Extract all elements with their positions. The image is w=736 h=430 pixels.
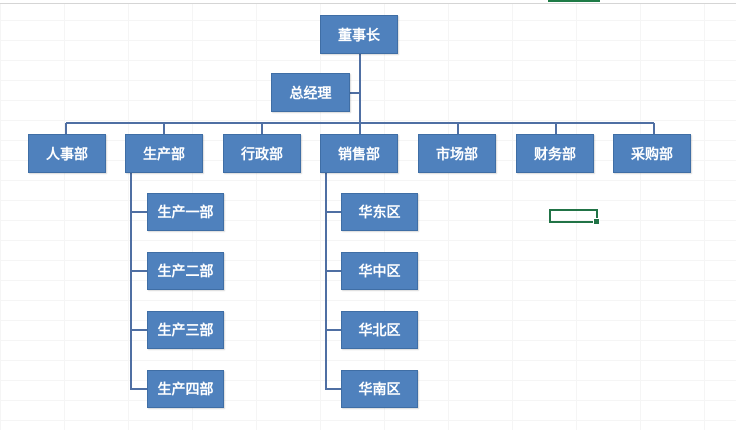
chairman-box[interactable]: 董事长 xyxy=(320,15,398,54)
sheet-top-edge xyxy=(0,0,736,4)
department-label: 市场部 xyxy=(436,146,478,163)
sales-region-box[interactable]: 华北区 xyxy=(341,311,418,349)
department-box-sales[interactable]: 销售部 xyxy=(320,134,398,173)
department-box-marketing[interactable]: 市场部 xyxy=(418,134,496,173)
sales-region-box[interactable]: 华中区 xyxy=(341,252,418,290)
chairman-label: 董事长 xyxy=(338,27,380,44)
selected-column-marker xyxy=(548,0,600,2)
production-unit-label: 生产四部 xyxy=(157,382,214,398)
department-box-hr[interactable]: 人事部 xyxy=(28,134,106,173)
sales-region-box[interactable]: 华南区 xyxy=(341,370,418,408)
sales-region-label: 华中区 xyxy=(358,264,401,280)
sales-region-label: 华南区 xyxy=(358,382,401,398)
department-label: 生产部 xyxy=(143,146,185,163)
production-unit-box[interactable]: 生产四部 xyxy=(147,370,224,408)
production-unit-box[interactable]: 生产三部 xyxy=(147,311,224,349)
fill-handle[interactable] xyxy=(593,218,600,225)
general-manager-label: 总经理 xyxy=(289,85,332,102)
department-box-production[interactable]: 生产部 xyxy=(125,134,203,173)
department-label: 人事部 xyxy=(46,146,88,163)
production-unit-box[interactable]: 生产一部 xyxy=(147,193,224,231)
department-label: 行政部 xyxy=(241,146,283,163)
production-unit-label: 生产一部 xyxy=(157,205,214,221)
department-box-finance[interactable]: 财务部 xyxy=(516,134,594,173)
department-label: 财务部 xyxy=(534,146,576,163)
department-label: 销售部 xyxy=(338,146,380,163)
department-box-purchasing[interactable]: 采购部 xyxy=(613,134,691,173)
general-manager-box[interactable]: 总经理 xyxy=(271,73,350,112)
active-cell-selection[interactable] xyxy=(549,209,600,225)
department-box-admin[interactable]: 行政部 xyxy=(223,134,301,173)
production-unit-label: 生产三部 xyxy=(157,323,214,339)
sales-region-label: 华北区 xyxy=(358,323,401,339)
production-unit-label: 生产二部 xyxy=(157,264,214,280)
production-unit-box[interactable]: 生产二部 xyxy=(147,252,224,290)
department-label: 采购部 xyxy=(631,146,673,163)
sales-region-label: 华东区 xyxy=(358,205,401,221)
sales-region-box[interactable]: 华东区 xyxy=(341,193,418,231)
